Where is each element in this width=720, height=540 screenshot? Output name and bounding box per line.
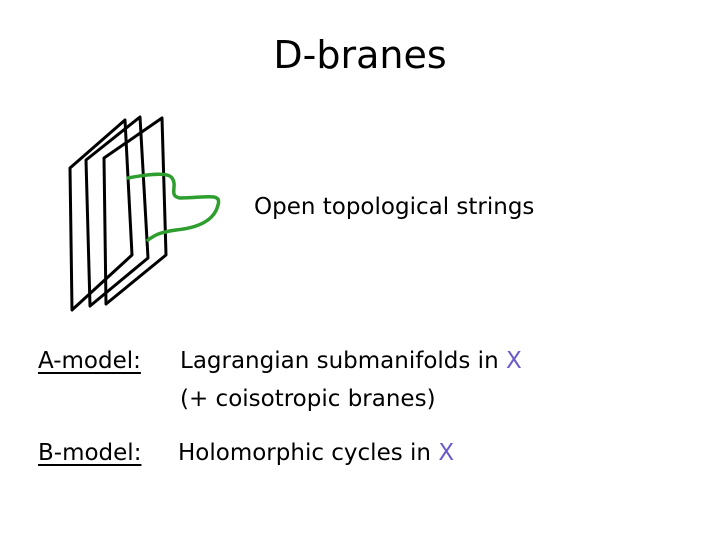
brane-sheet-back (68, 118, 134, 312)
open-string-curve (126, 172, 221, 242)
brane-sheet-front (102, 116, 168, 306)
open-strings-caption: Open topological strings (254, 194, 535, 220)
b-model-variable: X (438, 440, 455, 466)
b-model-description: Holomorphic cycles in (178, 440, 439, 466)
a-model-text: Lagrangian submanifolds in X (180, 345, 522, 377)
slide-title: D-branes (273, 33, 447, 77)
brane-sheet-middle (84, 115, 150, 308)
b-model-text: Holomorphic cycles in X (178, 437, 454, 469)
a-model-variable: X (505, 348, 522, 374)
b-model-label: B-model: (38, 440, 142, 466)
a-model-description: Lagrangian submanifolds in (180, 348, 506, 374)
a-model-subtext: (+ coisotropic branes) (180, 386, 436, 412)
a-model-label: A-model: (38, 348, 141, 374)
